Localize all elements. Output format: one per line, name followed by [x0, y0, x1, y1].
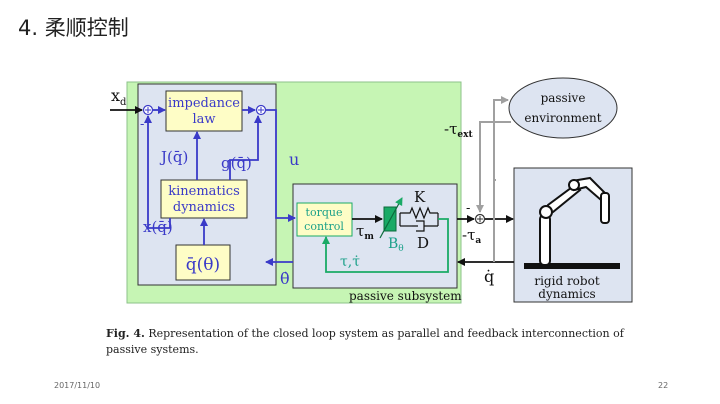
- q-dot-label: q̇: [484, 267, 494, 286]
- minus-sign-2: -: [466, 201, 470, 216]
- torque-control-line1: torque: [306, 206, 343, 219]
- passive-environment-line1: passive: [541, 91, 586, 105]
- kinematics-dynamics-block: [160, 179, 248, 219]
- tau-m-label: τm: [356, 222, 374, 242]
- robot-arm-icon: [524, 176, 620, 269]
- slide-title: 4. 柔顺控制: [18, 16, 129, 40]
- torque-control-line2: control: [304, 220, 344, 233]
- q-theta-block: [175, 244, 231, 281]
- kinematics-dynamics-line1: kinematics: [168, 184, 240, 199]
- kinematics-dynamics-line2: dynamics: [173, 200, 235, 215]
- impedance-law-line1: impedance: [168, 96, 240, 111]
- u-label: u: [289, 150, 299, 169]
- page-number: 22: [658, 381, 669, 390]
- footer-date: 2017/11/10: [54, 381, 101, 390]
- impedance-law-block: [165, 90, 243, 132]
- tau-tau-dot-label: τ,τ̇: [340, 254, 360, 270]
- x-q-label: x(q̄): [143, 218, 173, 236]
- J-q-label: J(q̄): [159, 148, 188, 166]
- rigid-robot-line2: dynamics: [538, 287, 595, 301]
- figure-caption: Fig. 4. Representation of the closed loo…: [106, 326, 626, 358]
- K-label: K: [414, 188, 426, 206]
- spring-icon: [400, 206, 438, 220]
- passive-environment-block: [508, 77, 618, 139]
- impedance-law-line2: law: [192, 112, 215, 127]
- q-theta-label: q̄(θ): [186, 255, 220, 275]
- xd-label: xd: [111, 86, 127, 108]
- minus-sign-1: -: [140, 117, 144, 132]
- B-theta-label: Bθ: [388, 236, 404, 254]
- caption-text: Representation of the closed loop system…: [106, 327, 624, 356]
- passive-environment-line2: environment: [524, 111, 601, 125]
- torque-control-block: [296, 202, 353, 237]
- neg-tau-a-label: -τa: [462, 226, 481, 246]
- caption-label: Fig. 4.: [106, 327, 145, 340]
- D-label: D: [417, 234, 429, 252]
- passive-subsystem-label: passive subsystem: [349, 289, 462, 303]
- neg-tau-ext-label: -τext: [444, 120, 473, 140]
- g-q-label: g(q̄): [221, 154, 252, 172]
- theta-dot-label: θ̇: [280, 269, 290, 288]
- rigid-robot-line1: rigid robot: [534, 274, 599, 288]
